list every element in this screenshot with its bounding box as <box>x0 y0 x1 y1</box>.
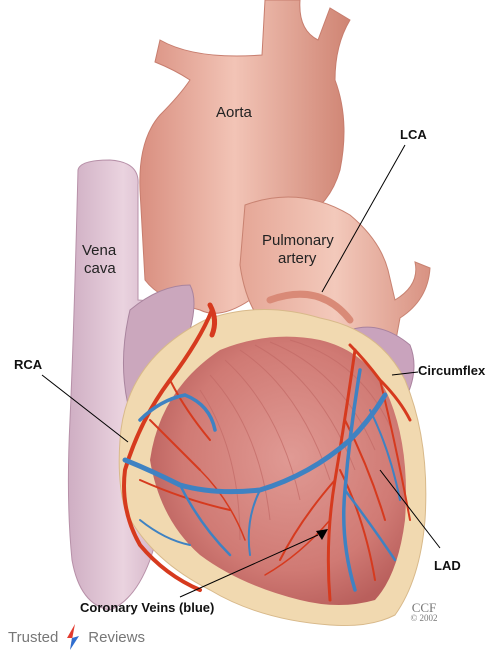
rca-label: RCA <box>14 357 43 372</box>
lad-label: LAD <box>434 558 461 573</box>
circumflex-label: Circumflex <box>418 363 486 378</box>
watermark-word-1: Trusted <box>8 628 59 646</box>
leader-lines <box>41 144 441 598</box>
credit-year: © 2002 <box>410 613 438 623</box>
watermark-word-2: Reviews <box>88 628 145 646</box>
credit-org: CCF <box>411 600 437 615</box>
aorta-label: Aorta <box>216 104 252 121</box>
coronary-veins <box>122 368 401 592</box>
pulmonary-artery-label-line2: artery <box>278 250 317 267</box>
vena-cava-label-line1: Vena <box>82 242 117 259</box>
pulmonary-artery-label-line1: Pulmonary <box>262 232 334 249</box>
lightning-bolt-icon <box>67 624 80 650</box>
vena-cava-label-line2: cava <box>84 260 116 277</box>
copyright-credit: CCF © 2002 <box>404 600 444 624</box>
lca-label: LCA <box>400 127 427 142</box>
coronary-veins-label: Coronary Veins (blue) <box>80 600 215 615</box>
trusted-reviews-watermark: Trusted Reviews <box>8 624 145 650</box>
